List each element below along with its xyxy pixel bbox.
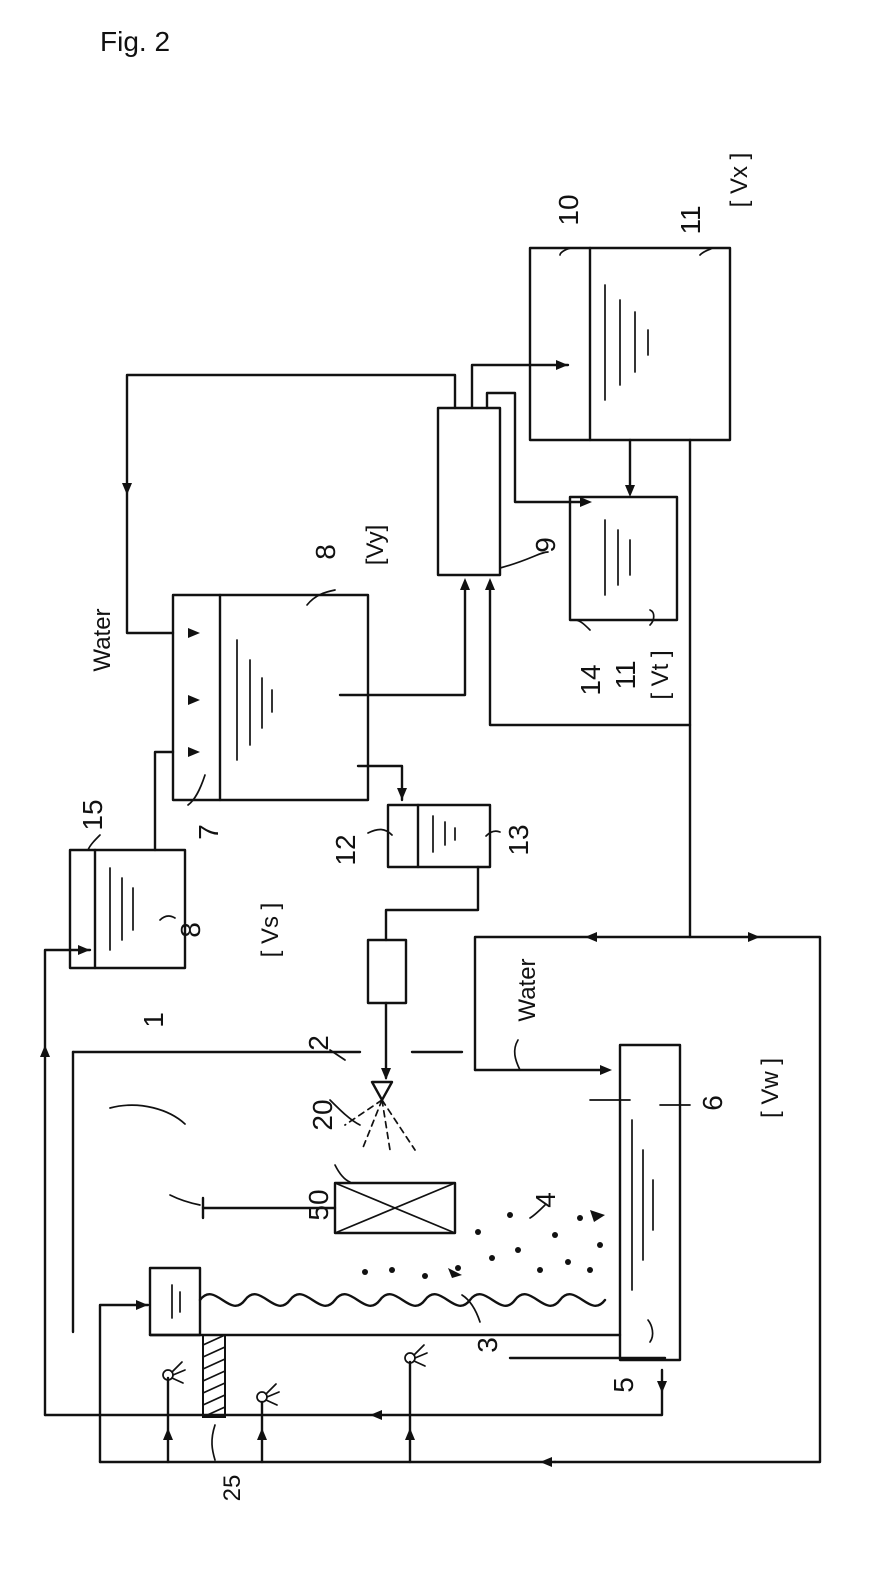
label-11-bottom: 11 — [610, 660, 641, 689]
label-8-small: 8 — [175, 922, 206, 938]
label-50: 50 — [303, 1189, 334, 1220]
label-10: 10 — [553, 194, 584, 225]
label-vy: [Vy] — [362, 525, 389, 565]
label-2: 2 — [303, 1035, 334, 1051]
label-1: 1 — [138, 1012, 169, 1028]
label-14: 14 — [575, 664, 606, 695]
label-20: 20 — [307, 1099, 338, 1130]
tank-6 — [150, 1045, 680, 1360]
pipes — [45, 365, 820, 1462]
tank-8 — [173, 595, 368, 800]
wave-source-tank — [150, 1268, 225, 1417]
label-11-top: 11 — [675, 205, 706, 234]
droplets-4 — [362, 1212, 603, 1279]
filter-unit — [368, 940, 406, 1003]
label-water-left: Water — [89, 608, 116, 671]
tank-12 — [388, 805, 490, 867]
label-25: 25 — [219, 1475, 246, 1502]
label-water-right: Water — [514, 958, 541, 1021]
label-vw: [ Vw ] — [757, 1058, 784, 1118]
flow-arrows — [40, 360, 760, 1467]
labels: 10 11 [ Vx ] 8 [Vy] 9 14 11 [ Vt ] Water… — [77, 153, 784, 1502]
label-13: 13 — [503, 824, 534, 855]
label-vx: [ Vx ] — [726, 153, 753, 208]
label-9: 9 — [530, 537, 561, 553]
tank-10 — [530, 248, 730, 440]
label-4: 4 — [530, 1192, 561, 1208]
label-6: 6 — [697, 1095, 728, 1111]
separator-9 — [438, 408, 500, 575]
label-3: 3 — [472, 1337, 503, 1353]
label-7: 7 — [193, 824, 224, 840]
label-12: 12 — [330, 834, 361, 865]
tank-14 — [570, 497, 677, 620]
label-5: 5 — [608, 1377, 639, 1393]
label-8-tank: 8 — [310, 544, 341, 560]
wave-3 — [200, 1294, 605, 1306]
label-vs: [ Vs ] — [257, 903, 284, 958]
label-15: 15 — [77, 799, 108, 830]
leader-lines — [88, 248, 712, 1460]
label-vt: [ Vt ] — [647, 650, 674, 699]
nozzle-2 — [345, 1082, 415, 1150]
main-chamber — [73, 1052, 462, 1332]
